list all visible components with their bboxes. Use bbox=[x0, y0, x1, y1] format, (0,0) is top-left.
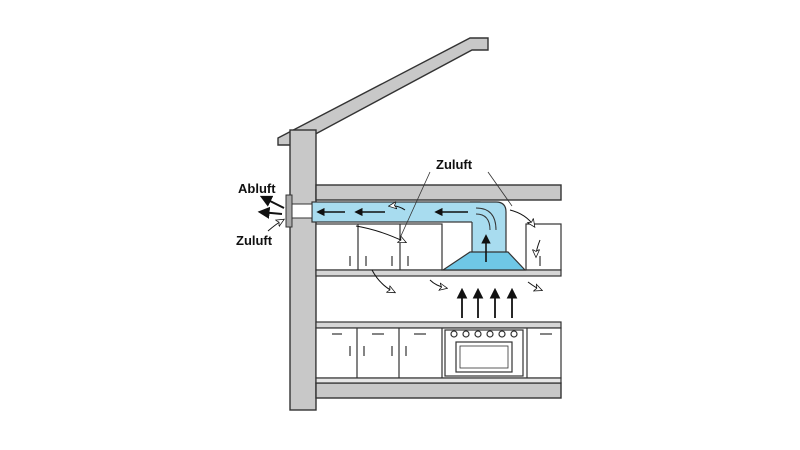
cooking-heat-arrows bbox=[456, 287, 518, 318]
exhaust-out-arrow-icon bbox=[257, 206, 283, 219]
supply-flow-arrow-icon bbox=[536, 239, 540, 256]
extract-duct bbox=[311, 201, 507, 256]
supply-flow-arrow-icon bbox=[355, 225, 405, 242]
supply-flow-arrow-icon bbox=[527, 281, 541, 290]
wall-outlet bbox=[285, 194, 313, 228]
exhaust-out-arrows bbox=[257, 195, 285, 219]
ceiling-slab bbox=[315, 184, 562, 201]
room-airflow-arrows bbox=[355, 206, 541, 292]
supply-flow-arrow-icon bbox=[390, 206, 406, 211]
exhaust-out-arrow-icon bbox=[259, 195, 285, 209]
floor-slab bbox=[315, 382, 562, 399]
roof bbox=[277, 37, 489, 146]
stove bbox=[444, 329, 524, 377]
supply-flow-arrow-icon bbox=[429, 279, 446, 288]
range-hood bbox=[441, 251, 527, 271]
supply-flow-arrow-icon bbox=[509, 209, 534, 226]
zuluft-leader-lines bbox=[399, 171, 513, 239]
abluft-label: Abluft bbox=[238, 181, 276, 196]
supply-inlet-arrow-icon bbox=[267, 220, 283, 232]
lower-cabinets bbox=[315, 321, 562, 384]
upper-cabinets bbox=[315, 223, 562, 271]
supply-flow-arrow-icon bbox=[371, 269, 394, 292]
zuluft-left-label: Zuluft bbox=[236, 233, 273, 248]
cabinet-shelf bbox=[315, 269, 562, 277]
exterior-wall bbox=[289, 129, 317, 411]
zuluft-top-label: Zuluft bbox=[436, 157, 473, 172]
